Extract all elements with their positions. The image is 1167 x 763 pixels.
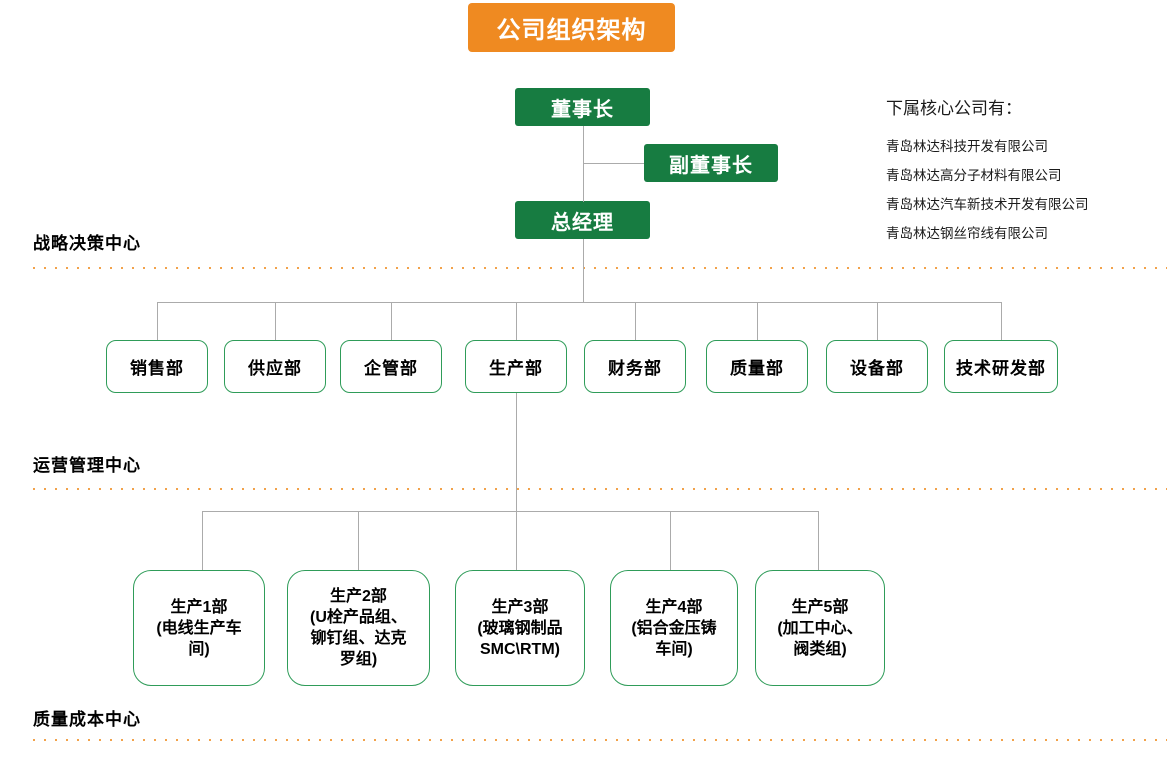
- department-box-equipment: 设备部: [826, 340, 928, 393]
- department-box-supply: 供应部: [224, 340, 326, 393]
- dotted-divider: [33, 488, 1167, 490]
- connector-line: [583, 163, 644, 164]
- connector-line: [818, 511, 819, 570]
- connector-line: [757, 302, 758, 340]
- production-unit-box-1: 生产1部 (电线生产车 间): [133, 570, 265, 686]
- vice-chairman-box: 副董事长: [644, 144, 778, 182]
- department-box-enterprise-mgmt: 企管部: [340, 340, 442, 393]
- section-label-quality-cost: 质量成本中心: [33, 710, 141, 729]
- connector-line: [877, 302, 878, 340]
- connector-line: [157, 302, 158, 340]
- dotted-divider: [33, 739, 1167, 741]
- chairman-box: 董事长: [515, 88, 650, 126]
- connector-line: [358, 511, 359, 570]
- connector-line: [202, 511, 203, 570]
- connector-line: [516, 302, 517, 340]
- department-box-quality: 质量部: [706, 340, 808, 393]
- dotted-divider: [33, 267, 1167, 269]
- general-manager-box: 总经理: [515, 201, 650, 239]
- connector-line: [202, 511, 818, 512]
- connector-line: [583, 239, 584, 302]
- connector-line: [516, 393, 517, 511]
- department-box-sales: 销售部: [106, 340, 208, 393]
- department-box-tech-rnd: 技术研发部: [944, 340, 1058, 393]
- subsidiary-item: 青岛林达汽车新技术开发有限公司: [886, 197, 1089, 212]
- connector-line: [670, 511, 671, 570]
- connector-line: [1001, 302, 1002, 340]
- department-box-production: 生产部: [465, 340, 567, 393]
- connector-line: [275, 302, 276, 340]
- subsidiary-item: 青岛林达钢丝帘线有限公司: [886, 226, 1048, 241]
- section-label-operations: 运营管理中心: [33, 456, 141, 475]
- production-unit-box-5: 生产5部 (加工中心、 阀类组): [755, 570, 885, 686]
- production-unit-box-4: 生产4部 (铝合金压铸 车间): [610, 570, 738, 686]
- page-title: 公司组织架构: [468, 3, 675, 52]
- connector-line: [516, 511, 517, 570]
- section-label-strategy: 战略决策中心: [33, 234, 141, 253]
- connector-line: [391, 302, 392, 340]
- production-unit-box-2: 生产2部 (U栓产品组、 铆钉组、达克 罗组): [287, 570, 430, 686]
- subsidiaries-header: 下属核心公司有：: [886, 99, 1022, 118]
- production-unit-box-3: 生产3部 (玻璃钢制品 SMC\RTM): [455, 570, 585, 686]
- subsidiaries-panel: 下属核心公司有： 青岛林达科技开发有限公司 青岛林达高分子材料有限公司 青岛林达…: [886, 94, 1156, 248]
- connector-line: [583, 126, 584, 202]
- connector-line: [157, 302, 1002, 303]
- connector-line: [635, 302, 636, 340]
- subsidiary-item: 青岛林达科技开发有限公司: [886, 139, 1048, 154]
- subsidiary-item: 青岛林达高分子材料有限公司: [886, 168, 1062, 183]
- department-box-finance: 财务部: [584, 340, 686, 393]
